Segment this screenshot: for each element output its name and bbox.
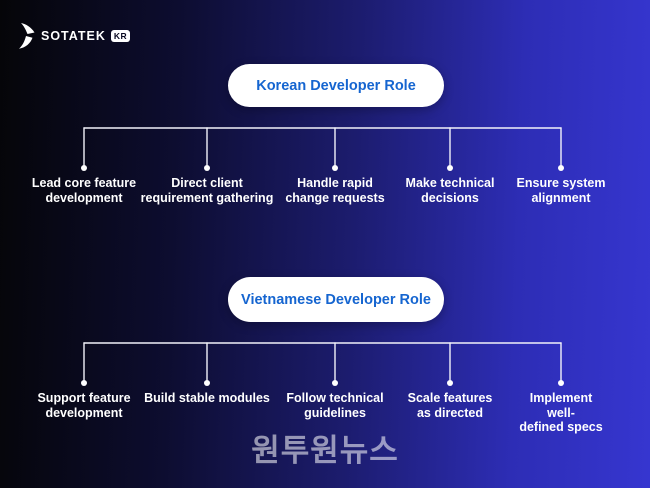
- korean-node-lead-core-feature: Lead core feature development: [31, 176, 137, 205]
- vietnamese-node-scale-features: Scale features as directed: [407, 391, 493, 420]
- tree-korean-role: Lead core feature development Direct cli…: [0, 127, 650, 242]
- vietnamese-node-implement-specs: Implement well- defined specs: [519, 391, 603, 434]
- tree-korean-connector-lines: [81, 127, 564, 171]
- role-pill-vietnamese-label: Vietnamese Developer Role: [241, 291, 431, 308]
- sotatek-logo: SOTATEK KR: [19, 23, 131, 49]
- sotatek-bird-icon: [19, 23, 36, 49]
- korean-node-direct-client: Direct client requirement gathering: [140, 176, 274, 205]
- tree-vietnamese-role: Support feature development Build stable…: [0, 342, 650, 457]
- kr-badge: KR: [110, 29, 131, 43]
- korean-node-make-technical: Make technical decisions: [405, 176, 495, 205]
- korean-node-handle-rapid: Handle rapid change requests: [285, 176, 385, 205]
- vietnamese-node-follow-technical: Follow technical guidelines: [286, 391, 384, 420]
- role-pill-korean: Korean Developer Role: [228, 64, 444, 107]
- role-pill-korean-label: Korean Developer Role: [256, 77, 416, 94]
- vietnamese-node-build-stable: Build stable modules: [144, 391, 270, 405]
- korean-node-ensure-system: Ensure system alignment: [516, 176, 606, 205]
- role-pill-vietnamese: Vietnamese Developer Role: [228, 277, 444, 322]
- watermark-text: 원투원뉴스: [251, 433, 399, 468]
- brand-wordmark: SOTATEK: [41, 29, 106, 43]
- tree-vietnamese-connector-lines: [81, 342, 564, 386]
- vietnamese-node-support-feature: Support feature development: [37, 391, 131, 420]
